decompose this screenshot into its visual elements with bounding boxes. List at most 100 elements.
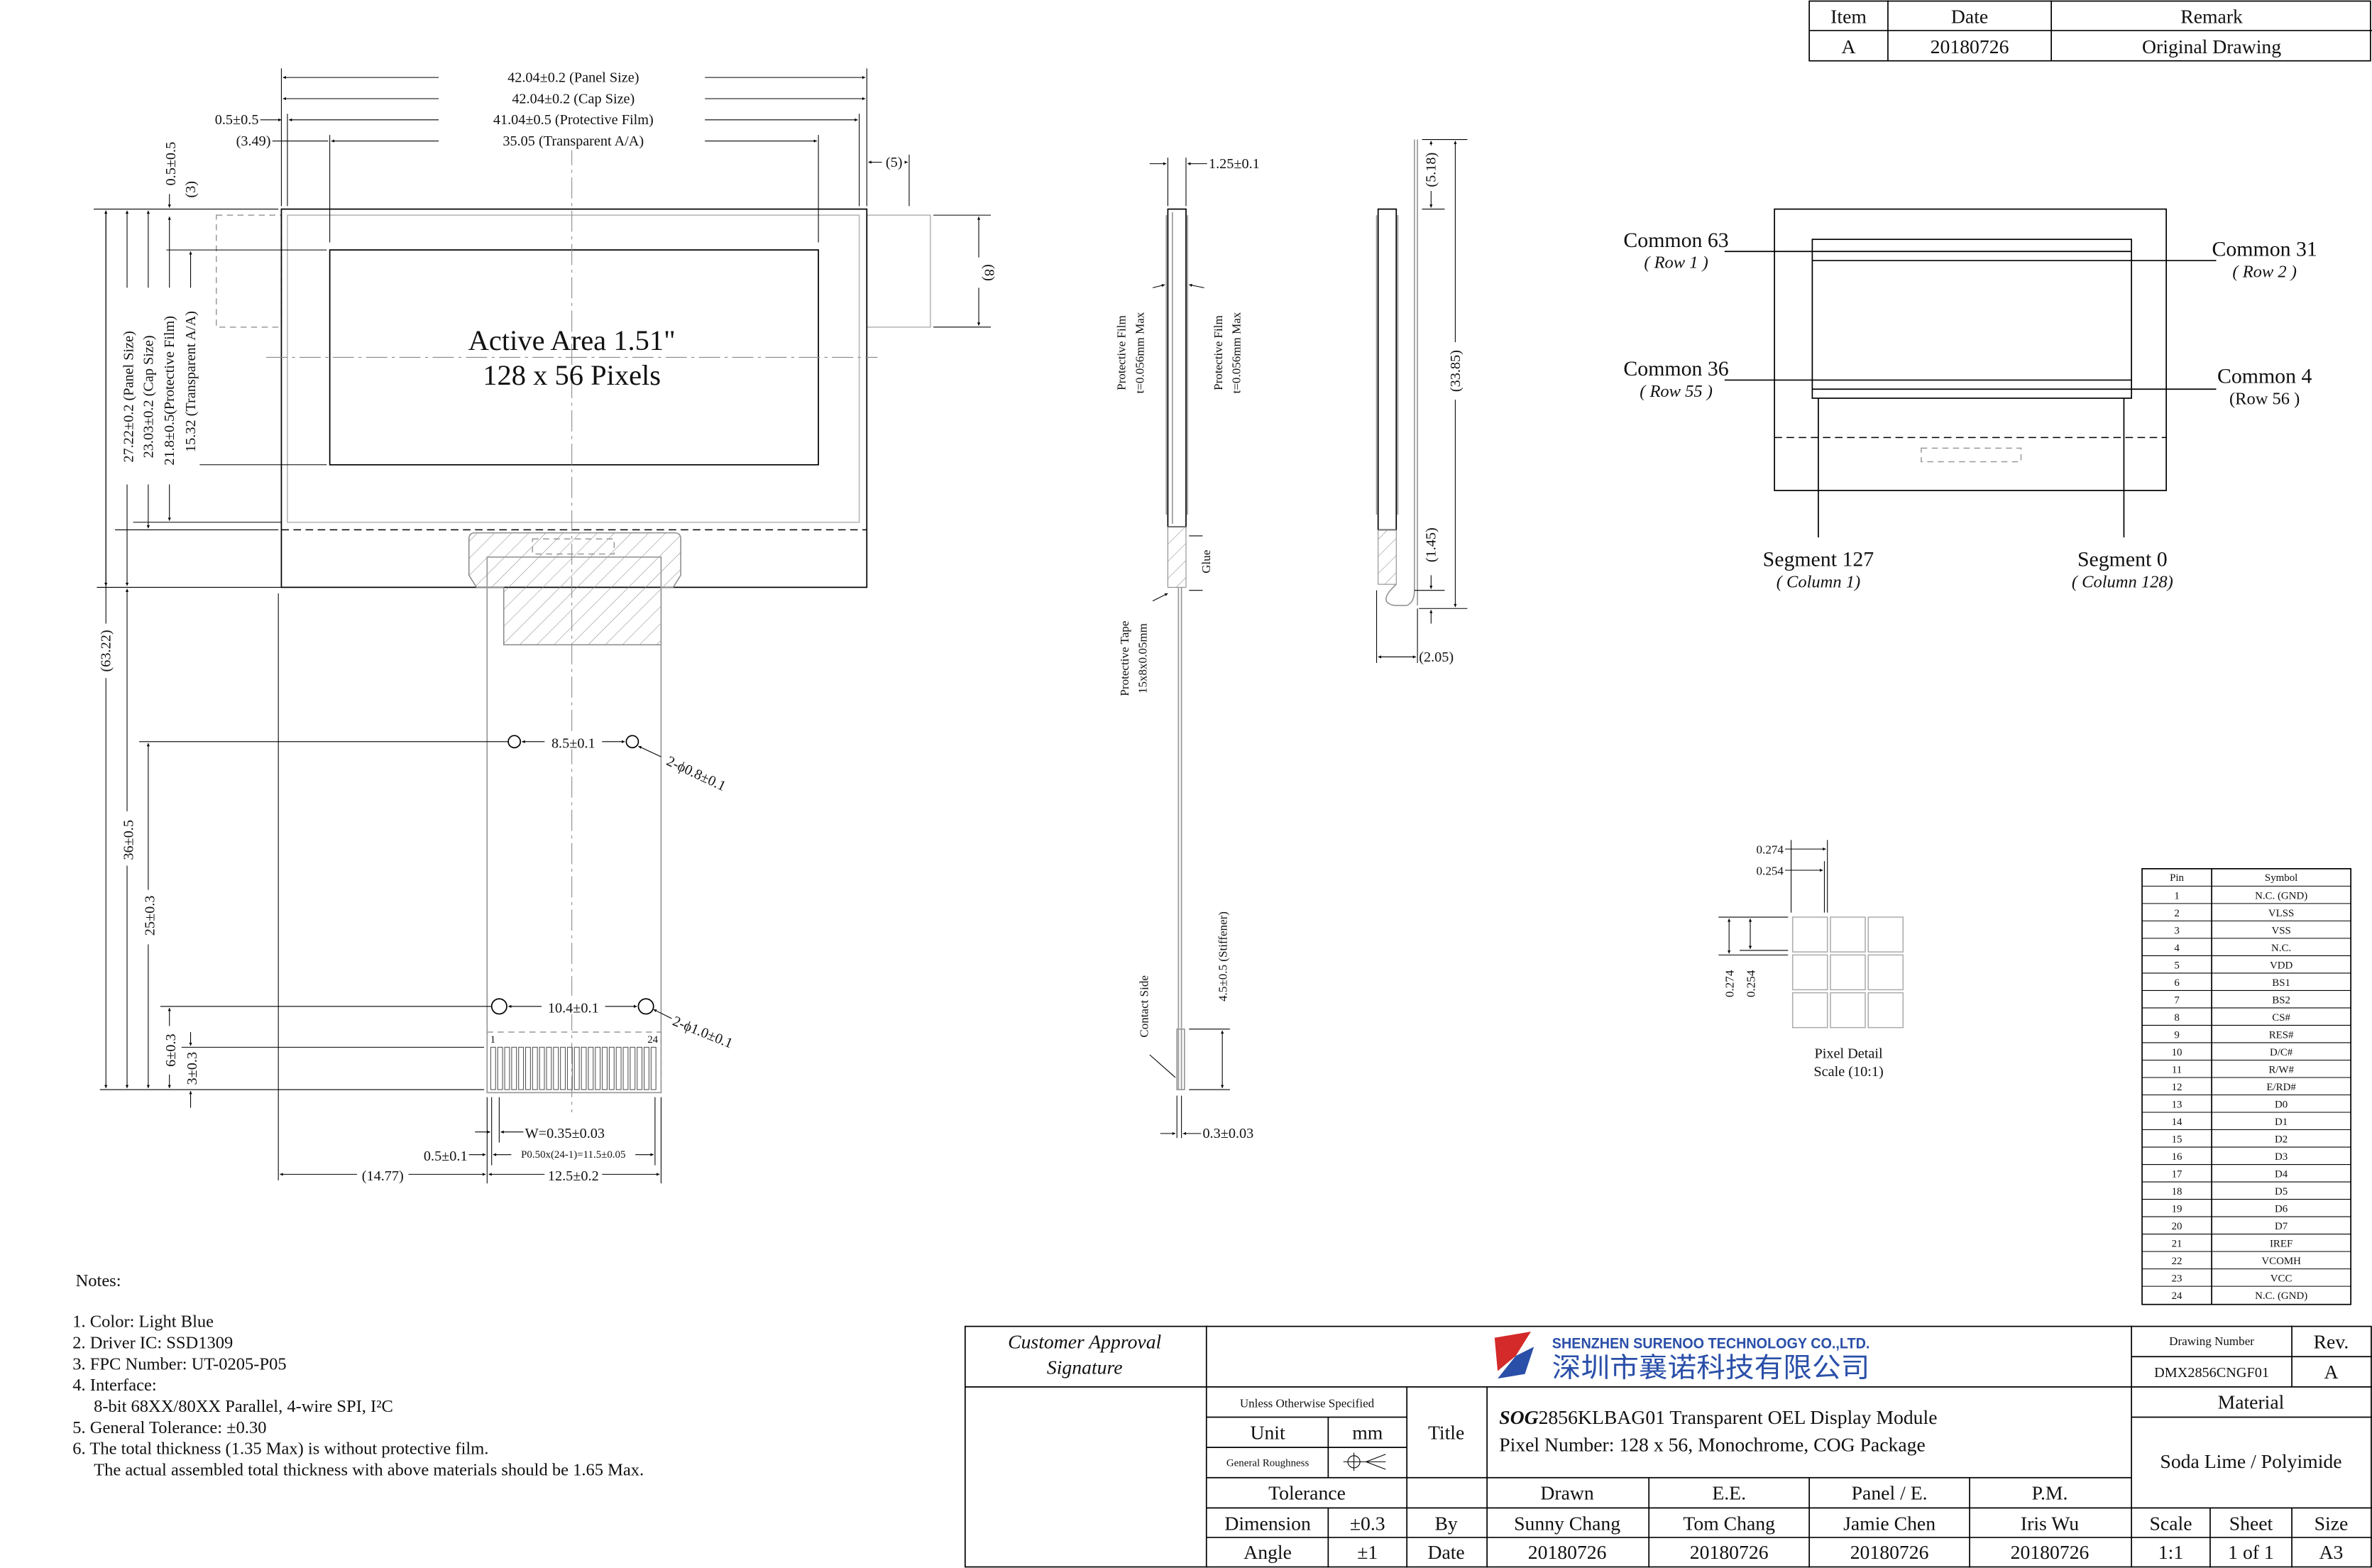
date-label: Date xyxy=(1427,1541,1464,1563)
pin-symbol: VCC xyxy=(2271,1273,2293,1285)
contact-side-label: Contact Side xyxy=(1138,975,1151,1038)
dim-5-18: (5.18) xyxy=(1424,153,1439,187)
fpc-contact-finger xyxy=(539,1046,545,1090)
film-right-label: Protective Film xyxy=(1212,315,1225,390)
pixel-cell xyxy=(1830,916,1866,953)
side-view: 1.25±0.1 Protective Film t=0.056mm Max P… xyxy=(1115,156,1260,1141)
pin-1-label: 1 xyxy=(490,1034,495,1046)
drawn-date: 20180726 xyxy=(1528,1541,1607,1563)
customer-approval-label: Customer Approval xyxy=(1008,1331,1161,1353)
rev-date: 20180726 xyxy=(1931,35,2009,57)
dim-total-height: (63.22) xyxy=(99,630,114,671)
pin-number: 4 xyxy=(2174,943,2180,954)
pin-number: 11 xyxy=(2172,1065,2182,1076)
pin-24-label: 24 xyxy=(647,1034,658,1046)
roughness-symbol-icon xyxy=(1343,1452,1386,1471)
panel-date: 20180726 xyxy=(1850,1541,1929,1563)
dim-aa-height: 15.32 (Transparent A/A) xyxy=(183,311,199,452)
active-area-label: Active Area 1.51" xyxy=(468,324,676,356)
tape-size: 15x8x0.05mm xyxy=(1136,623,1150,693)
fpc-contact-finger xyxy=(532,1046,538,1090)
pin-symbol: RES# xyxy=(2269,1030,2294,1041)
fpc-contact-finger xyxy=(588,1046,594,1090)
pixel-pitch-h: 0.274 xyxy=(1757,843,1784,857)
stiffener-label: 4.5±0.5 (Stiffener) xyxy=(1217,911,1230,1002)
common-31-row: ( Row 2 ) xyxy=(2232,262,2297,281)
dim-fpc-3: 3±0.3 xyxy=(185,1052,200,1085)
unit-value: mm xyxy=(1352,1421,1383,1443)
pin-number: 8 xyxy=(2174,1012,2179,1024)
rev-header-item: Item xyxy=(1830,5,1867,27)
pin-symbol: D0 xyxy=(2275,1100,2288,1111)
pin-number: 20 xyxy=(2172,1221,2182,1232)
fpc-contact-finger xyxy=(615,1046,622,1090)
fpc-contact-finger xyxy=(511,1046,517,1090)
pin-symbol: D6 xyxy=(2275,1204,2288,1215)
glue-label: Glue xyxy=(1199,550,1213,574)
material-value: Soda Lime / Polyimide xyxy=(2160,1450,2341,1472)
sheet-value: 1 of 1 xyxy=(2228,1541,2274,1563)
pin-symbol: N.C. xyxy=(2271,943,2291,954)
symbol-header: Symbol xyxy=(2265,872,2297,884)
pin-number: 12 xyxy=(2172,1082,2182,1093)
pin-symbol: CS# xyxy=(2272,1012,2290,1024)
notes-heading: Notes: xyxy=(76,1271,121,1290)
pin-symbol: D4 xyxy=(2275,1169,2288,1180)
dim-hole1-diameter: 2-ϕ0.8±0.1 xyxy=(664,753,728,794)
company-name-en: SHENZHEN SURENOO TECHNOLOGY CO.,LTD. xyxy=(1552,1335,1870,1352)
pixel-cell xyxy=(1791,954,1828,991)
dim-right-8: (8) xyxy=(982,264,997,281)
pixel-cell xyxy=(1867,916,1904,953)
pin-symbol: BS1 xyxy=(2272,977,2290,989)
pin-symbol: D3 xyxy=(2275,1151,2288,1163)
dim-2-05: (2.05) xyxy=(1419,649,1454,665)
ee-date: 20180726 xyxy=(1690,1541,1769,1563)
pin-number: 10 xyxy=(2172,1047,2182,1058)
pin-symbol: E/RD# xyxy=(2266,1082,2296,1093)
pixel-cell xyxy=(1867,954,1904,991)
pm-by: Iris Wu xyxy=(2021,1512,2079,1534)
segment-0-col: ( Column 128) xyxy=(2072,572,2173,591)
scale-label: Scale xyxy=(2150,1512,2192,1534)
company-logo: SHENZHEN SURENOO TECHNOLOGY CO.,LTD. 深圳市… xyxy=(1494,1332,1870,1384)
pin-symbol: N.C. (GND) xyxy=(2255,1290,2307,1302)
pin-symbol: R/W# xyxy=(2268,1065,2294,1076)
dim-aa-top: (3) xyxy=(183,181,199,198)
fpc-contact-finger xyxy=(602,1046,608,1090)
fpc-hole xyxy=(490,998,507,1015)
dim-aa-offset: (3.49) xyxy=(236,133,271,149)
unit-label: Unit xyxy=(1250,1421,1285,1443)
dim-aa-width: 35.05 (Transparent A/A) xyxy=(503,133,644,149)
pin-number: 21 xyxy=(2172,1239,2182,1250)
fpc-contact-finger xyxy=(630,1046,636,1090)
dim-cap-width: 42.04±0.2 (Cap Size) xyxy=(512,91,635,106)
fpc-contact-finger xyxy=(622,1046,629,1090)
fpc-hole xyxy=(637,998,654,1015)
drawing-number: DMX2856CNGF01 xyxy=(2154,1365,2269,1381)
angle-tolerance: ±1 xyxy=(1357,1541,1378,1563)
pin-symbol: D1 xyxy=(2275,1117,2288,1128)
pin-symbol: VSS xyxy=(2271,926,2290,937)
pin-symbol: BS2 xyxy=(2272,995,2290,1007)
note-item: 8-bit 68XX/80XX Parallel, 4-wire SPI, I²… xyxy=(94,1397,393,1416)
pixel-cell xyxy=(1867,992,1904,1029)
pin-symbol: D7 xyxy=(2275,1221,2288,1232)
role-drawn: Drawn xyxy=(1540,1482,1593,1504)
fpc-contact-finger xyxy=(525,1046,531,1090)
rev-header-date: Date xyxy=(1951,5,1988,27)
pin-symbol: IREF xyxy=(2270,1239,2293,1250)
pixel-count-label: 128 x 56 Pixels xyxy=(483,359,661,391)
pin-number: 22 xyxy=(2172,1256,2182,1267)
fpc-contact-finger xyxy=(643,1046,649,1090)
dim-pin-edge: 0.5±0.1 xyxy=(424,1148,468,1164)
dim-film-top: 0.5±0.5 xyxy=(163,142,179,186)
dim-hole2-pitch: 10.4±0.1 xyxy=(548,1000,599,1016)
title-label: Title xyxy=(1428,1421,1464,1443)
dim-1-45: (1.45) xyxy=(1424,527,1439,562)
role-ee: E.E. xyxy=(1712,1482,1746,1504)
pin-number: 24 xyxy=(2172,1290,2182,1302)
signature-label: Signature xyxy=(1047,1356,1123,1378)
pin-number: 6 xyxy=(2174,977,2180,989)
